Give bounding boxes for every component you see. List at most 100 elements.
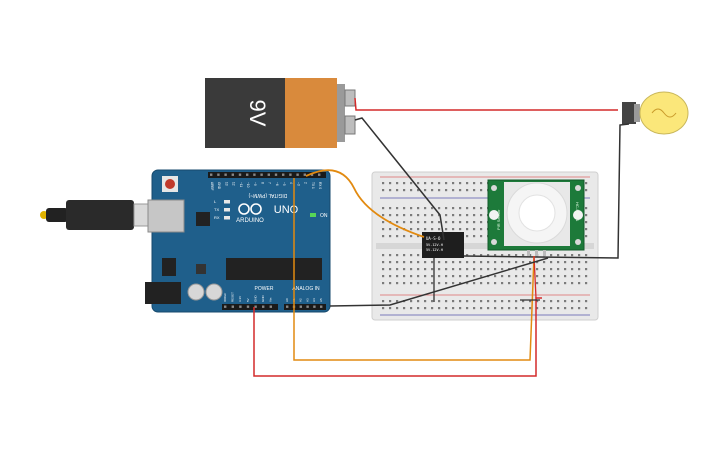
breadboard-hole[interactable] (403, 268, 406, 271)
breadboard-hole[interactable] (480, 207, 483, 210)
breadboard-hole[interactable] (382, 189, 385, 192)
header-pin[interactable] (320, 305, 323, 308)
breadboard-hole[interactable] (585, 235, 588, 238)
breadboard-hole[interactable] (396, 261, 399, 264)
breadboard-hole[interactable] (438, 300, 441, 303)
breadboard-hole[interactable] (550, 300, 553, 303)
breadboard-hole[interactable] (382, 282, 385, 285)
breadboard-hole[interactable] (417, 275, 420, 278)
breadboard-hole[interactable] (410, 214, 413, 217)
breadboard-hole[interactable] (389, 282, 392, 285)
breadboard-hole[interactable] (487, 261, 490, 264)
breadboard-hole[interactable] (578, 275, 581, 278)
breadboard-hole[interactable] (536, 282, 539, 285)
breadboard-hole[interactable] (585, 282, 588, 285)
breadboard-hole[interactable] (487, 254, 490, 257)
breadboard-hole[interactable] (396, 182, 399, 185)
header-pin[interactable] (274, 173, 278, 176)
pir-pin-out[interactable] (535, 250, 538, 256)
header-pin[interactable] (239, 305, 242, 308)
breadboard-hole[interactable] (417, 282, 420, 285)
breadboard-hole[interactable] (508, 300, 511, 303)
breadboard-hole[interactable] (480, 221, 483, 224)
breadboard-hole[interactable] (536, 307, 539, 310)
breadboard-hole[interactable] (557, 275, 560, 278)
breadboard-hole[interactable] (585, 261, 588, 264)
breadboard-hole[interactable] (389, 268, 392, 271)
breadboard-hole[interactable] (403, 282, 406, 285)
breadboard-hole[interactable] (389, 228, 392, 231)
breadboard-hole[interactable] (487, 282, 490, 285)
usb-cable[interactable] (40, 200, 153, 230)
breadboard-hole[interactable] (543, 261, 546, 264)
breadboard-hole[interactable] (480, 300, 483, 303)
breadboard-hole[interactable] (515, 282, 518, 285)
breadboard-hole[interactable] (445, 275, 448, 278)
breadboard-hole[interactable] (403, 235, 406, 238)
breadboard-hole[interactable] (431, 189, 434, 192)
wire-5v-to-pir[interactable] (253, 297, 542, 377)
breadboard-hole[interactable] (417, 268, 420, 271)
breadboard-hole[interactable] (466, 307, 469, 310)
breadboard-hole[interactable] (396, 214, 399, 217)
pir-pot-1[interactable] (489, 210, 499, 220)
breadboard-hole[interactable] (522, 307, 525, 310)
breadboard-hole[interactable] (578, 268, 581, 271)
wire-battery-positive-to-bulb[interactable] (354, 97, 618, 111)
breadboard-hole[interactable] (550, 282, 553, 285)
breadboard-hole[interactable] (543, 275, 546, 278)
breadboard-hole[interactable] (536, 261, 539, 264)
breadboard-hole[interactable] (396, 254, 399, 257)
breadboard-hole[interactable] (410, 182, 413, 185)
breadboard-hole[interactable] (438, 182, 441, 185)
breadboard-hole[interactable] (452, 275, 455, 278)
breadboard-hole[interactable] (389, 261, 392, 264)
breadboard-hole[interactable] (403, 275, 406, 278)
breadboard-hole[interactable] (382, 300, 385, 303)
breadboard-hole[interactable] (585, 300, 588, 303)
breadboard-hole[interactable] (396, 189, 399, 192)
breadboard-hole[interactable] (585, 228, 588, 231)
breadboard-hole[interactable] (564, 261, 567, 264)
breadboard-hole[interactable] (382, 275, 385, 278)
breadboard-hole[interactable] (438, 268, 441, 271)
breadboard-hole[interactable] (417, 182, 420, 185)
light-bulb[interactable] (622, 91, 689, 135)
breadboard-hole[interactable] (585, 268, 588, 271)
breadboard-hole[interactable] (417, 221, 420, 224)
header-pin[interactable] (231, 305, 234, 308)
breadboard-hole[interactable] (522, 275, 525, 278)
breadboard-hole[interactable] (487, 307, 490, 310)
breadboard-hole[interactable] (473, 221, 476, 224)
breadboard-hole[interactable] (438, 189, 441, 192)
breadboard-hole[interactable] (382, 182, 385, 185)
breadboard-hole[interactable] (501, 307, 504, 310)
breadboard-hole[interactable] (564, 254, 567, 257)
breadboard-hole[interactable] (403, 189, 406, 192)
breadboard-hole[interactable] (564, 275, 567, 278)
breadboard-hole[interactable] (459, 182, 462, 185)
battery-terminal-negative[interactable] (344, 115, 356, 135)
breadboard-hole[interactable] (431, 214, 434, 217)
breadboard-hole[interactable] (396, 228, 399, 231)
header-pin[interactable] (318, 173, 321, 176)
breadboard-hole[interactable] (396, 221, 399, 224)
breadboard-hole[interactable] (382, 221, 385, 224)
breadboard-hole[interactable] (417, 300, 420, 303)
breadboard-hole[interactable] (431, 300, 434, 303)
header-pin[interactable] (299, 305, 302, 308)
breadboard-hole[interactable] (431, 207, 434, 210)
breadboard-hole[interactable] (480, 254, 483, 257)
breadboard-hole[interactable] (452, 228, 455, 231)
breadboard-hole[interactable] (403, 254, 406, 257)
breadboard-hole[interactable] (543, 282, 546, 285)
breadboard-hole[interactable] (417, 261, 420, 264)
breadboard-hole[interactable] (585, 207, 588, 210)
breadboard-hole[interactable] (389, 275, 392, 278)
breadboard-hole[interactable] (501, 282, 504, 285)
breadboard-hole[interactable] (431, 275, 434, 278)
breadboard-hole[interactable] (571, 254, 574, 257)
breadboard-hole[interactable] (459, 189, 462, 192)
breadboard-hole[interactable] (571, 261, 574, 264)
